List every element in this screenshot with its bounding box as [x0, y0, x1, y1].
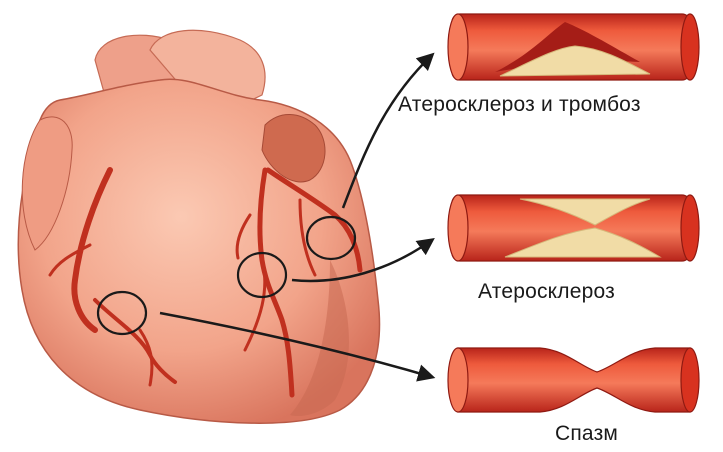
label-spasm: Спазм — [555, 422, 618, 446]
vessel-2-open-end — [448, 195, 468, 261]
vessel-3-tube — [458, 348, 690, 412]
label-atherosclerosis-thrombosis: Атеросклероз и тромбоз — [398, 93, 641, 117]
vessel-3-open-end — [448, 348, 468, 412]
label-atherosclerosis: Атеросклероз — [478, 280, 615, 304]
artery-with-plaque — [448, 195, 699, 261]
artery-with-spasm — [448, 348, 699, 412]
vessel-3-far-end — [681, 348, 699, 412]
vessel-1-far-end — [681, 14, 699, 80]
artery-with-plaque-and-thrombus — [448, 14, 699, 80]
vessel-2-far-end — [681, 195, 699, 261]
vessel-1-open-end — [448, 14, 468, 80]
heart-illustration — [18, 30, 379, 423]
